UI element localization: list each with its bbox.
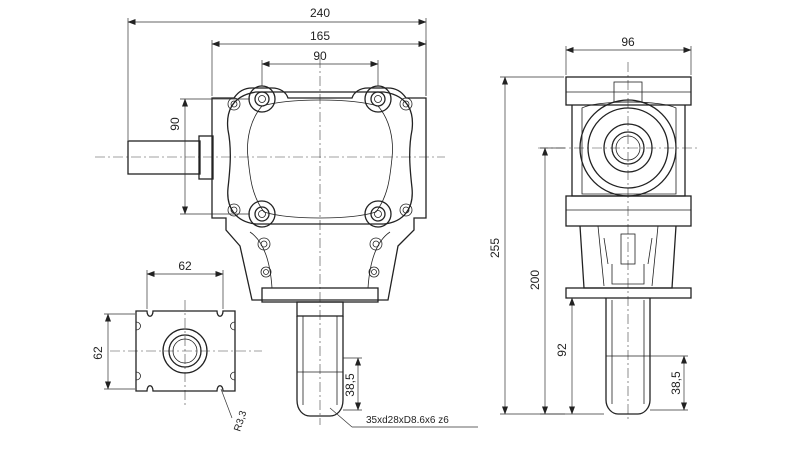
gearbox-housing-side <box>565 76 692 299</box>
spline-note: 35xd28xD8.6x6 z6 <box>366 415 449 426</box>
dim-label-92: 92 <box>555 343 569 357</box>
dim-bolt-spacing-horizontal: 90 <box>261 49 379 86</box>
dim-shaft-length-front: 38,5 <box>343 357 362 411</box>
dim-shaft-axis-height: 200 <box>528 147 565 415</box>
flange-view: 62 62 R3,3 <box>91 259 262 433</box>
dim-label-255: 255 <box>488 238 502 258</box>
dim-label-240: 240 <box>310 6 330 20</box>
dim-corner-radius: R3,3 <box>220 388 250 433</box>
flange-plate <box>135 310 236 392</box>
dim-shaft-flange-height: 92 <box>555 297 604 415</box>
gearbox-housing-front <box>211 85 427 303</box>
output-shaft-front <box>296 301 344 417</box>
dim-label-38-5-front: 38,5 <box>343 373 357 397</box>
dim-label-62-horizontal: 62 <box>178 259 192 273</box>
flange-bore-outer <box>162 328 208 374</box>
front-view: 240 165 90 90 38,5 <box>95 6 478 428</box>
dim-side-width: 96 <box>565 35 692 75</box>
dim-label-62-vertical: 62 <box>91 346 105 360</box>
dim-label-96: 96 <box>621 35 635 49</box>
bolt-boss-bottom-left <box>227 200 276 278</box>
dim-total-height: 255 <box>488 76 604 415</box>
dim-label-165: 165 <box>310 29 330 43</box>
dim-flange-height: 62 <box>91 313 135 390</box>
bolt-boss-bottom-right <box>364 200 413 278</box>
dim-label-200: 200 <box>528 270 542 290</box>
bolt-boss-top-right <box>364 85 413 113</box>
output-shaft-side <box>605 298 651 415</box>
side-view: 96 255 200 92 38,5 <box>488 35 700 420</box>
dim-label-38-5-side: 38,5 <box>669 371 683 395</box>
dim-label-90-vertical: 90 <box>168 117 182 131</box>
dim-housing-width: 165 <box>211 29 427 96</box>
dim-flange-width: 62 <box>146 259 224 309</box>
flange-bore-inner <box>168 334 202 368</box>
dim-label-90-horizontal: 90 <box>313 49 327 63</box>
spline-callout: 35xd28xD8.6x6 z6 <box>329 407 478 428</box>
dim-bolt-spacing-vertical: 90 <box>168 98 250 215</box>
dim-shaft-length-side: 38,5 <box>650 355 688 411</box>
input-shaft-left <box>127 135 214 180</box>
dim-label-r3-3: R3,3 <box>232 409 249 433</box>
dim-overall-width: 240 <box>127 6 427 140</box>
